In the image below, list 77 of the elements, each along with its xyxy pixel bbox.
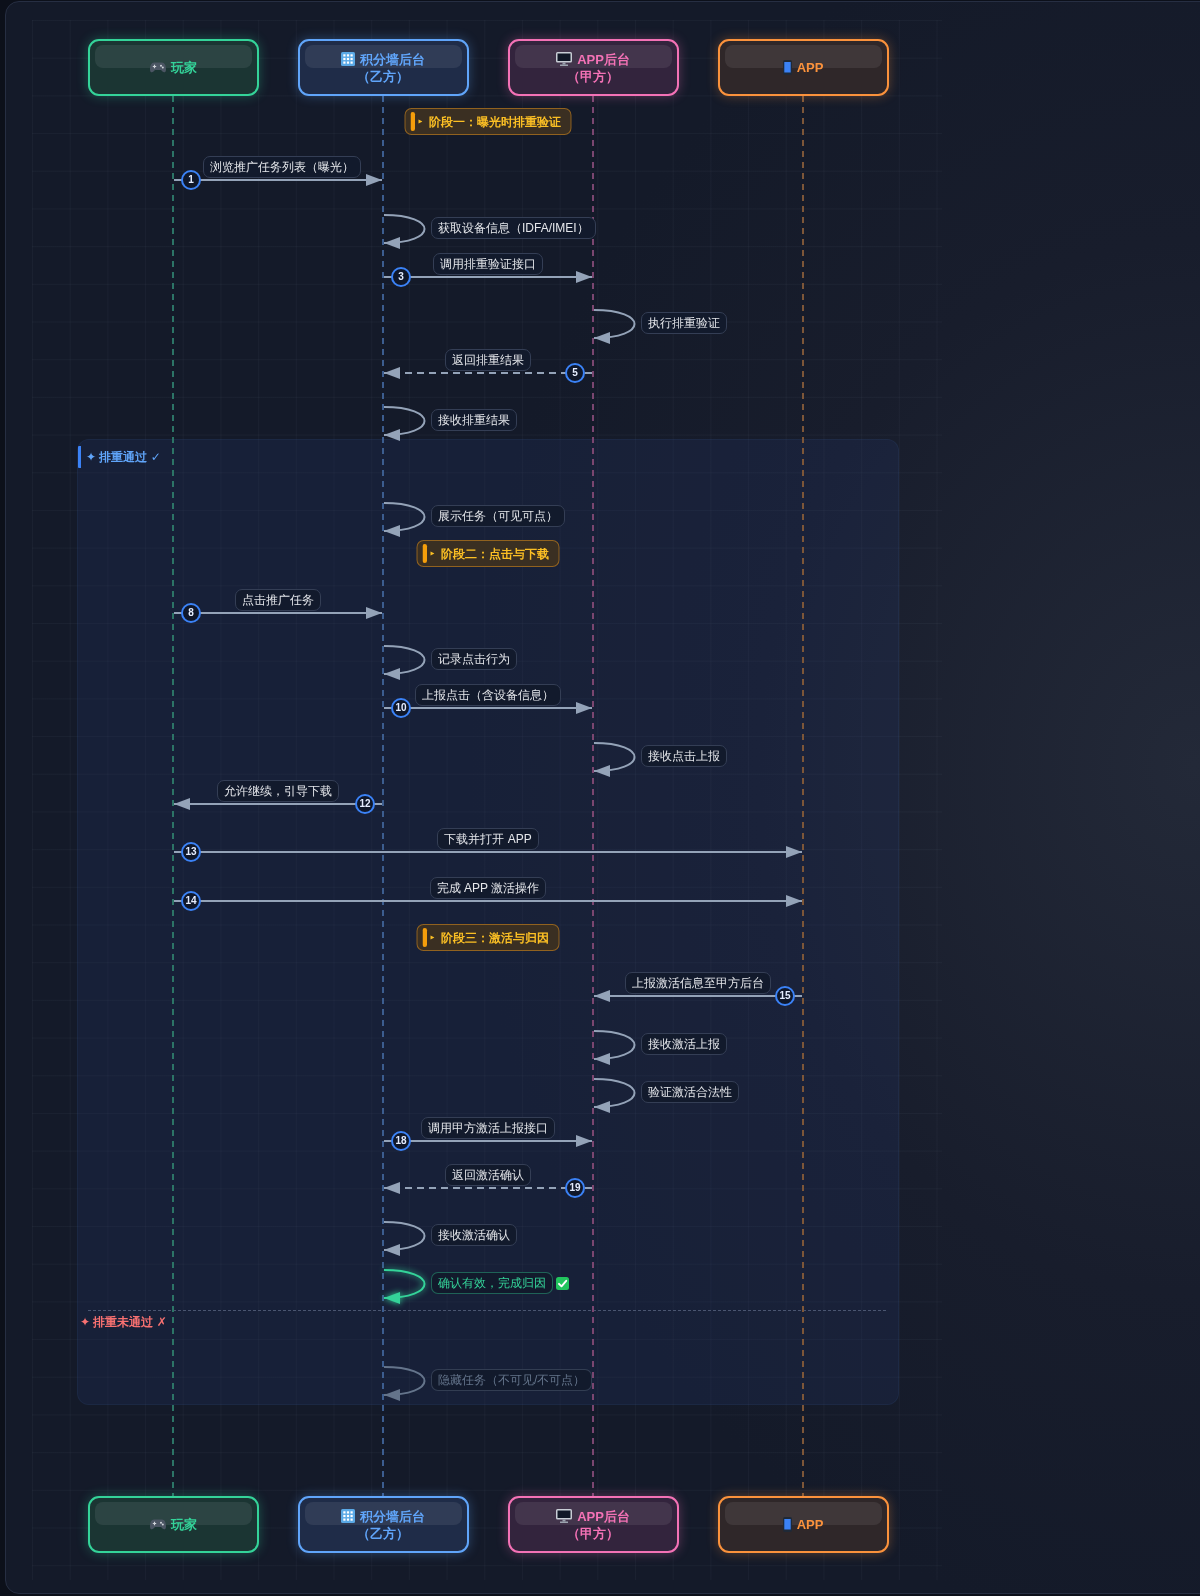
message-arrow bbox=[173, 895, 803, 907]
edge-label: 确认有效，完成归因 bbox=[431, 1272, 553, 1294]
edge-label: 返回激活确认 bbox=[445, 1164, 531, 1186]
participant-name: 玩家 bbox=[170, 59, 197, 76]
participant-box bbox=[297, 1496, 469, 1553]
message-arrow bbox=[383, 367, 593, 379]
participant-box bbox=[717, 39, 889, 96]
lifeline bbox=[172, 96, 174, 1496]
edge-label: 调用甲方激活上报接口 bbox=[421, 1117, 555, 1139]
edge-label: 获取设备信息（IDFA/IMEI） bbox=[431, 217, 596, 239]
edge-label: 允许继续，引导下载 bbox=[217, 780, 339, 802]
participant-box bbox=[717, 1496, 889, 1553]
participant-box bbox=[87, 1496, 259, 1553]
phase-title: 阶段二：点击与下载 bbox=[440, 545, 549, 562]
edge-label: 调用排重验证接口 bbox=[433, 253, 543, 275]
self-message-arrow bbox=[593, 309, 636, 344]
edge-label: 上报点击（含设备信息） bbox=[415, 684, 561, 706]
participant-box bbox=[507, 1496, 679, 1553]
lifeline bbox=[592, 96, 594, 1496]
participant-box bbox=[507, 39, 679, 96]
participant-role: （甲方） bbox=[567, 1524, 619, 1542]
participant-name: 玩家 bbox=[170, 1516, 197, 1533]
edge-label: 点击推广任务 bbox=[235, 589, 321, 611]
message-arrow bbox=[593, 990, 803, 1002]
edge-label: 记录点击行为 bbox=[431, 648, 517, 670]
self-message-arrow bbox=[593, 1078, 636, 1113]
phase-banner bbox=[404, 108, 572, 135]
participant-role: （乙方） bbox=[357, 1524, 409, 1542]
phase-banner bbox=[416, 540, 560, 567]
participant-name: APP bbox=[796, 59, 824, 76]
edge-label: 验证激活合法性 bbox=[641, 1081, 739, 1103]
participant-name: APP后台 bbox=[577, 50, 630, 68]
edge-label: 执行排重验证 bbox=[641, 312, 727, 334]
message-arrow bbox=[383, 702, 593, 714]
phase-title: 阶段三：激活与归因 bbox=[440, 929, 549, 946]
self-message-arrow bbox=[383, 406, 426, 441]
message-arrow bbox=[173, 798, 383, 810]
lifeline bbox=[802, 96, 804, 1496]
message-arrow bbox=[383, 271, 593, 283]
edge-label: 返回排重结果 bbox=[445, 349, 531, 371]
edge-label: 接收点击上报 bbox=[641, 745, 727, 767]
self-message-arrow bbox=[383, 1221, 426, 1256]
participant-role: （甲方） bbox=[567, 67, 619, 85]
message-arrow bbox=[173, 174, 383, 186]
edge-label: 下载并打开 APP bbox=[437, 828, 539, 850]
edge-label: 接收激活上报 bbox=[641, 1033, 727, 1055]
message-arrow bbox=[383, 1135, 593, 1147]
participant-name: 积分墙后台 bbox=[360, 50, 425, 68]
self-message-arrow bbox=[593, 1030, 636, 1065]
message-arrow bbox=[173, 846, 803, 858]
edge-label: 完成 APP 激活操作 bbox=[429, 877, 547, 899]
participant-name: APP bbox=[796, 1516, 824, 1533]
edge-label: 展示任务（可见可点） bbox=[431, 505, 565, 527]
alt-frame bbox=[77, 439, 899, 1405]
guard-label: ✦ 排重通过 ✓ bbox=[78, 446, 161, 468]
edge-label: 接收激活确认 bbox=[431, 1224, 517, 1246]
phase-banner bbox=[416, 924, 560, 951]
self-message-arrow bbox=[593, 742, 636, 777]
participant-name: APP后台 bbox=[577, 1507, 630, 1525]
edge-label: 接收排重结果 bbox=[431, 409, 517, 431]
edge-label: 上报激活信息至甲方后台 bbox=[625, 972, 771, 994]
self-message-arrow bbox=[383, 1269, 426, 1304]
self-message-arrow bbox=[383, 1366, 426, 1401]
lifeline bbox=[382, 96, 384, 1496]
guard-label: ✦ 排重未通过 ✗ bbox=[79, 1314, 167, 1331]
edge-label: 隐藏任务（不可见/不可点） bbox=[431, 1369, 593, 1391]
participant-box bbox=[87, 39, 259, 96]
message-arrow bbox=[173, 607, 383, 619]
participant-box bbox=[297, 39, 469, 96]
self-message-arrow bbox=[383, 502, 426, 537]
phase-title: 阶段一：曝光时排重验证 bbox=[428, 113, 561, 130]
self-message-arrow bbox=[383, 645, 426, 680]
edge-label: 浏览推广任务列表（曝光） bbox=[203, 156, 361, 178]
message-arrow bbox=[383, 1182, 593, 1194]
self-message-arrow bbox=[383, 214, 426, 249]
participant-name: 积分墙后台 bbox=[360, 1507, 425, 1525]
participant-role: （乙方） bbox=[357, 67, 409, 85]
